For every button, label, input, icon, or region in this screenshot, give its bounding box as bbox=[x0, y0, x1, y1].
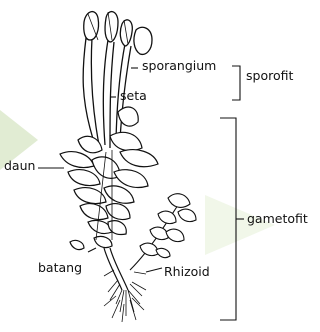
label-leaders bbox=[38, 66, 244, 320]
label-sporofit: sporofit bbox=[246, 70, 293, 83]
leaves-side-branch bbox=[130, 194, 196, 270]
label-seta: seta bbox=[120, 90, 147, 103]
leaves-main-shoot bbox=[60, 107, 158, 250]
label-batang: batang bbox=[38, 262, 82, 275]
label-gametofit: gametofit bbox=[247, 213, 308, 226]
rhizoid-leader bbox=[146, 268, 162, 272]
sporofit-bracket bbox=[232, 66, 240, 100]
label-rhizoid: Rhizoid bbox=[164, 266, 210, 279]
batang-leader bbox=[88, 248, 96, 252]
label-daun: daun bbox=[4, 160, 35, 173]
sporangium-capsules bbox=[84, 12, 152, 55]
label-sporangium: sporangium bbox=[142, 60, 216, 73]
